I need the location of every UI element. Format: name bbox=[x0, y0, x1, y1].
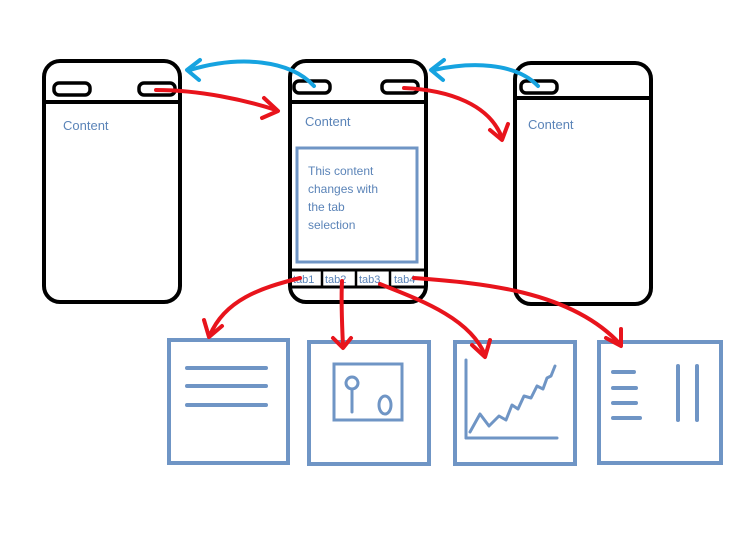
tab-3: tab3 bbox=[359, 274, 380, 286]
tab-content-line-2: changes with bbox=[308, 182, 378, 196]
image-icon bbox=[332, 362, 404, 422]
tab-content-text: This content changes with the tab select… bbox=[308, 164, 381, 232]
right-phone: Content bbox=[513, 61, 653, 306]
columns-icon bbox=[611, 364, 699, 422]
left-back-button bbox=[52, 81, 92, 97]
middle-content-label: Content bbox=[305, 114, 351, 129]
tab-view-image bbox=[307, 340, 431, 466]
tab2-view-frame bbox=[307, 340, 431, 466]
left-phone: Content bbox=[42, 59, 182, 304]
back-arrow-to-middle bbox=[429, 58, 540, 88]
tab4-arrow bbox=[412, 276, 623, 348]
line-chart-icon bbox=[464, 358, 559, 440]
tab-view-chart bbox=[453, 340, 577, 466]
tab-content-line-4: selection bbox=[308, 218, 355, 232]
tab-content-panel bbox=[295, 146, 419, 264]
middle-phone: Content This content changes with the ta… bbox=[288, 59, 428, 304]
tab1-arrow bbox=[202, 276, 302, 339]
tab1-view-frame bbox=[167, 338, 290, 465]
middle-back-button bbox=[292, 79, 332, 95]
left-phone-body bbox=[42, 59, 182, 304]
tab-view-columns bbox=[597, 340, 723, 465]
tab2-arrow bbox=[331, 279, 353, 350]
right-content-label: Content bbox=[528, 117, 574, 132]
back-arrow-to-left bbox=[185, 58, 316, 88]
left-content-label: Content bbox=[63, 118, 109, 133]
right-phone-body bbox=[513, 61, 653, 306]
tab-content-line-3: the tab bbox=[308, 200, 345, 214]
tab3-arrow bbox=[378, 282, 492, 359]
tab3-view-frame bbox=[453, 340, 577, 466]
forward-arrow-middle-to-right bbox=[402, 86, 510, 142]
tab-content-line-1: This content bbox=[308, 164, 374, 178]
list-lines-icon bbox=[185, 366, 268, 407]
tab-4: tab4 bbox=[394, 274, 415, 286]
tab-view-list bbox=[167, 338, 290, 465]
forward-arrow-left-to-middle bbox=[154, 88, 280, 120]
